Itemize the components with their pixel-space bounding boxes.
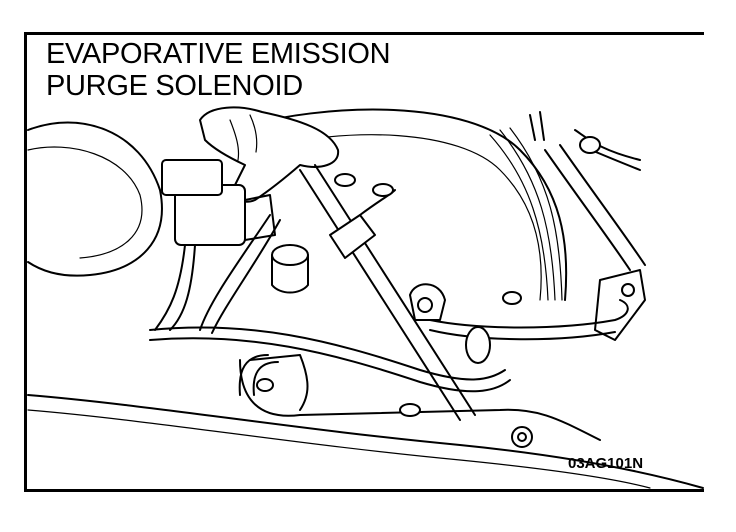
bolt-lower: [511, 426, 533, 448]
vacuum-hose-2: [199, 214, 281, 334]
hose-lower: [149, 326, 511, 393]
title-line-1: EVAPORATIVE EMISSION: [46, 38, 391, 70]
cable-connector: [329, 214, 376, 259]
left-bracket: [409, 283, 446, 321]
finger-lines: [229, 114, 258, 161]
right-bracket: [594, 269, 646, 341]
air-cleaner-inner-rim: [27, 146, 143, 259]
hose-right: [429, 299, 629, 341]
bolt-right: [502, 291, 522, 305]
vacuum-hose-1: [154, 244, 196, 331]
bolt-top: [334, 173, 356, 187]
air-cleaner-housing: [27, 121, 163, 277]
bolt-tr: [579, 136, 601, 154]
crossmember-edge: [27, 409, 651, 489]
filler-cap-base: [271, 254, 309, 294]
figure-code: 03AG101N: [568, 455, 644, 472]
hose-clamp: [465, 326, 491, 364]
bolt-mid: [372, 183, 394, 197]
top-right-rod: [529, 111, 545, 141]
bolt-lower-inner: [517, 432, 527, 442]
diagram-title: EVAPORATIVE EMISSION PURGE SOLENOID: [46, 38, 391, 102]
right-hose: [544, 144, 646, 271]
bolt-bottom: [399, 403, 421, 417]
hose-left-loop: [238, 354, 279, 396]
engine-cover: [229, 108, 568, 301]
frame-border-left: [24, 32, 27, 492]
filler-cap: [271, 244, 309, 266]
solenoid-bracket: [244, 194, 276, 241]
wire-bundle: [489, 127, 563, 301]
title-line-2: PURGE SOLENOID: [46, 70, 303, 102]
right-bracket-hole: [621, 283, 635, 297]
solenoid-connector: [161, 159, 223, 196]
bolt-left: [256, 378, 274, 392]
left-bracket-hole: [417, 297, 433, 313]
crossmember: [27, 394, 704, 489]
diagonal-rod: [299, 164, 476, 421]
frame-border-top: [24, 32, 704, 35]
frame-border-bottom: [24, 489, 704, 492]
engine-cover-inner: [254, 134, 542, 301]
